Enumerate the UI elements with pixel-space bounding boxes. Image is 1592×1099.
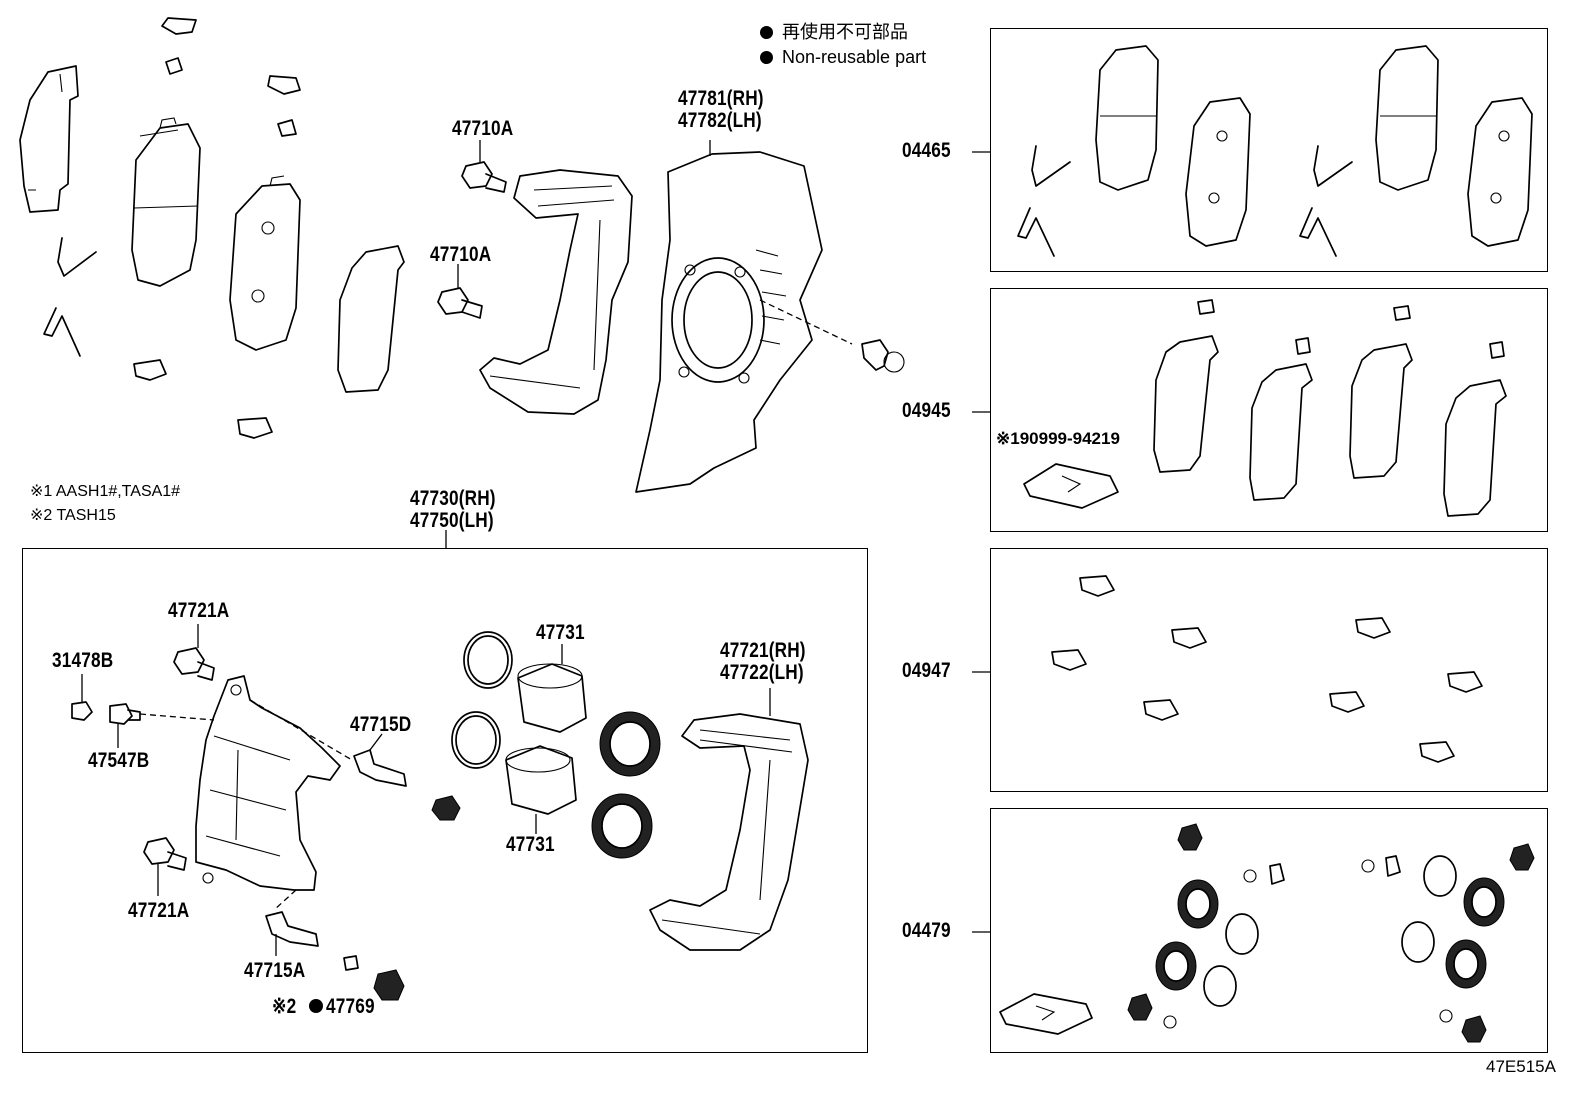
kit-04945-box <box>990 288 1548 532</box>
label-47721A-bot: 47721A <box>128 899 190 922</box>
non-reusable-marker-47769-icon <box>309 999 323 1013</box>
bolt-47721A-top-icon <box>173 624 215 681</box>
label-47710A-top: 47710A <box>452 117 514 140</box>
label-04479: 04479 <box>902 919 951 942</box>
label-47782: 47782(LH) <box>678 109 762 132</box>
anti-squeal-spring-icon <box>43 237 97 357</box>
label-47715D: 47715D <box>350 713 412 736</box>
label-47547B: 47547B <box>88 749 150 772</box>
label-47769-prefix: ※2 <box>272 995 297 1018</box>
bolt-47710A-top-icon <box>461 140 507 193</box>
disc-brake-dust-cover-icon <box>635 140 853 493</box>
label-190999-94219: ※190999-94219 <box>996 429 1120 448</box>
boot-47769-icon <box>373 969 405 1001</box>
kit-04465-box <box>990 28 1548 272</box>
label-47731-top: 47731 <box>536 621 585 644</box>
bleeder-screw-icon <box>109 703 215 748</box>
legend-jp-text: 再使用不可部品 <box>782 22 908 42</box>
caliper-body-icon <box>195 675 353 911</box>
label-47750: 47750(LH) <box>410 509 494 532</box>
figure-id: 47E515A <box>1486 1057 1556 1076</box>
caliper-bracket-47721-icon <box>649 688 809 951</box>
non-reusable-dot-icon <box>760 26 773 39</box>
pad-clip-icon <box>133 17 301 439</box>
label-47722: 47722(LH) <box>720 661 804 684</box>
dust-cover-bolt-icon <box>861 339 905 373</box>
kit-04479-seals-icon <box>999 823 1535 1043</box>
label-47730: 47730(RH) <box>410 487 496 510</box>
bleeder-plug-icon <box>71 674 93 721</box>
label-47721: 47721(RH) <box>720 639 806 662</box>
pad-shim-outer-icon <box>19 65 79 213</box>
label-47781: 47781(RH) <box>678 87 764 110</box>
pad-shim-inner-icon <box>337 245 405 393</box>
kit-04479-box <box>990 808 1548 1053</box>
piston-top-icon <box>517 644 587 733</box>
legend-line-en: Non-reusable part <box>760 47 926 67</box>
caliper-mounting-bracket-icon <box>479 169 633 415</box>
brake-pad-inner-icon <box>131 117 201 287</box>
brake-pad-outer-icon <box>229 175 301 351</box>
grease-packet-icon <box>1023 463 1119 509</box>
bolt-47710A-mid-icon <box>437 264 483 319</box>
kit-04945-shims-icon <box>1153 299 1507 517</box>
piston-seal-icon <box>451 631 513 769</box>
label-47715A: 47715A <box>244 959 306 982</box>
label-47769: 47769 <box>326 995 375 1018</box>
piston-bottom-icon <box>505 745 577 834</box>
label-47721A-top: 47721A <box>168 599 230 622</box>
kit-04465-pads-icon <box>1017 45 1533 257</box>
bushing-icon <box>343 955 359 971</box>
label-04947: 04947 <box>902 659 951 682</box>
note-2: ※2 TASH15 <box>30 507 116 524</box>
label-47710A-mid: 47710A <box>430 243 492 266</box>
slide-pin-47715D-icon <box>353 733 407 787</box>
legend-line-jp: 再使用不可部品 <box>760 22 908 42</box>
non-reusable-dot-icon <box>760 51 773 64</box>
bolt-47721A-bot-icon <box>143 837 187 896</box>
label-04945: 04945 <box>902 399 951 422</box>
pin-boot-icon <box>431 795 461 821</box>
dust-boot-icon <box>591 711 661 859</box>
legend-en-text: Non-reusable part <box>782 47 927 67</box>
slide-pin-47715A-icon <box>265 911 319 956</box>
kit-04947-box <box>990 548 1548 792</box>
label-31478B: 31478B <box>52 649 114 672</box>
label-47731-bot: 47731 <box>506 833 555 856</box>
label-04465: 04465 <box>902 139 951 162</box>
caliper-assembly-box <box>22 548 868 1053</box>
note-1: ※1 AASH1#,TASA1# <box>30 483 181 500</box>
kit-04947-clips-icon <box>1051 575 1483 763</box>
